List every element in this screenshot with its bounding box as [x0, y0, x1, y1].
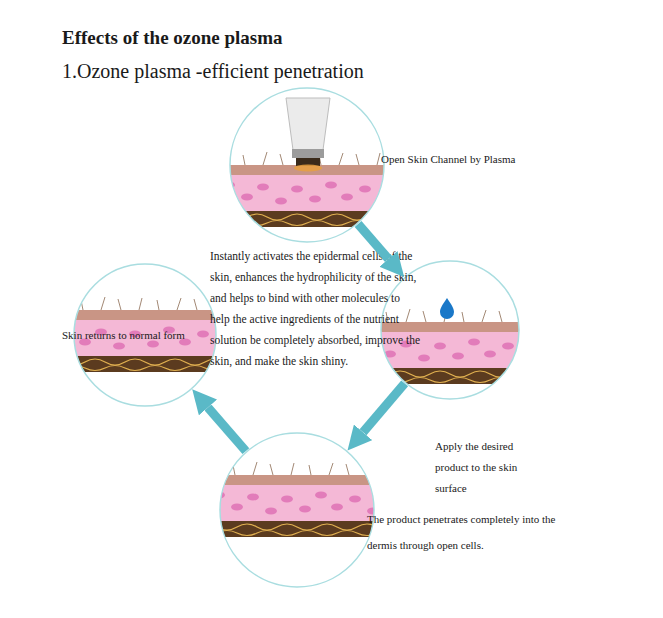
step-caption: Apply the desired product to the skin su…: [435, 436, 540, 499]
step-caption: The product penetrates completely into t…: [367, 506, 567, 558]
diagram-title: Effects of the ozone plasma: [62, 27, 283, 49]
skin-illustration: [350, 232, 550, 472]
circle-border: [230, 88, 384, 242]
plasma-handpiece: [286, 98, 330, 150]
stage-circle: Open Skin Channel by Plasma: [229, 87, 385, 243]
description-note: Instantly activates the epidermal cells …: [210, 246, 422, 372]
stage-circle: Skin returns to normal form: [73, 263, 217, 407]
step-caption: Open Skin Channel by Plasma: [381, 149, 551, 170]
circle-outline: [219, 432, 375, 588]
circle-border: [220, 433, 374, 587]
circle-border: [381, 261, 519, 399]
skin-clip: [350, 232, 550, 472]
step-caption: Skin returns to normal form: [62, 325, 232, 346]
handpiece-collar: [292, 149, 324, 158]
plasma-glow: [294, 165, 322, 172]
flow-arrow: [363, 383, 405, 432]
section-heading: 1.Ozone plasma -efficient penetration: [62, 58, 562, 84]
water-drop: [440, 298, 454, 319]
circle-outline: [229, 87, 385, 243]
skin-clip: [197, 385, 397, 618]
flow-arrow: [208, 407, 246, 451]
stage-circle: The product penetrates completely into t…: [219, 432, 375, 588]
skin-illustration: [197, 385, 397, 618]
